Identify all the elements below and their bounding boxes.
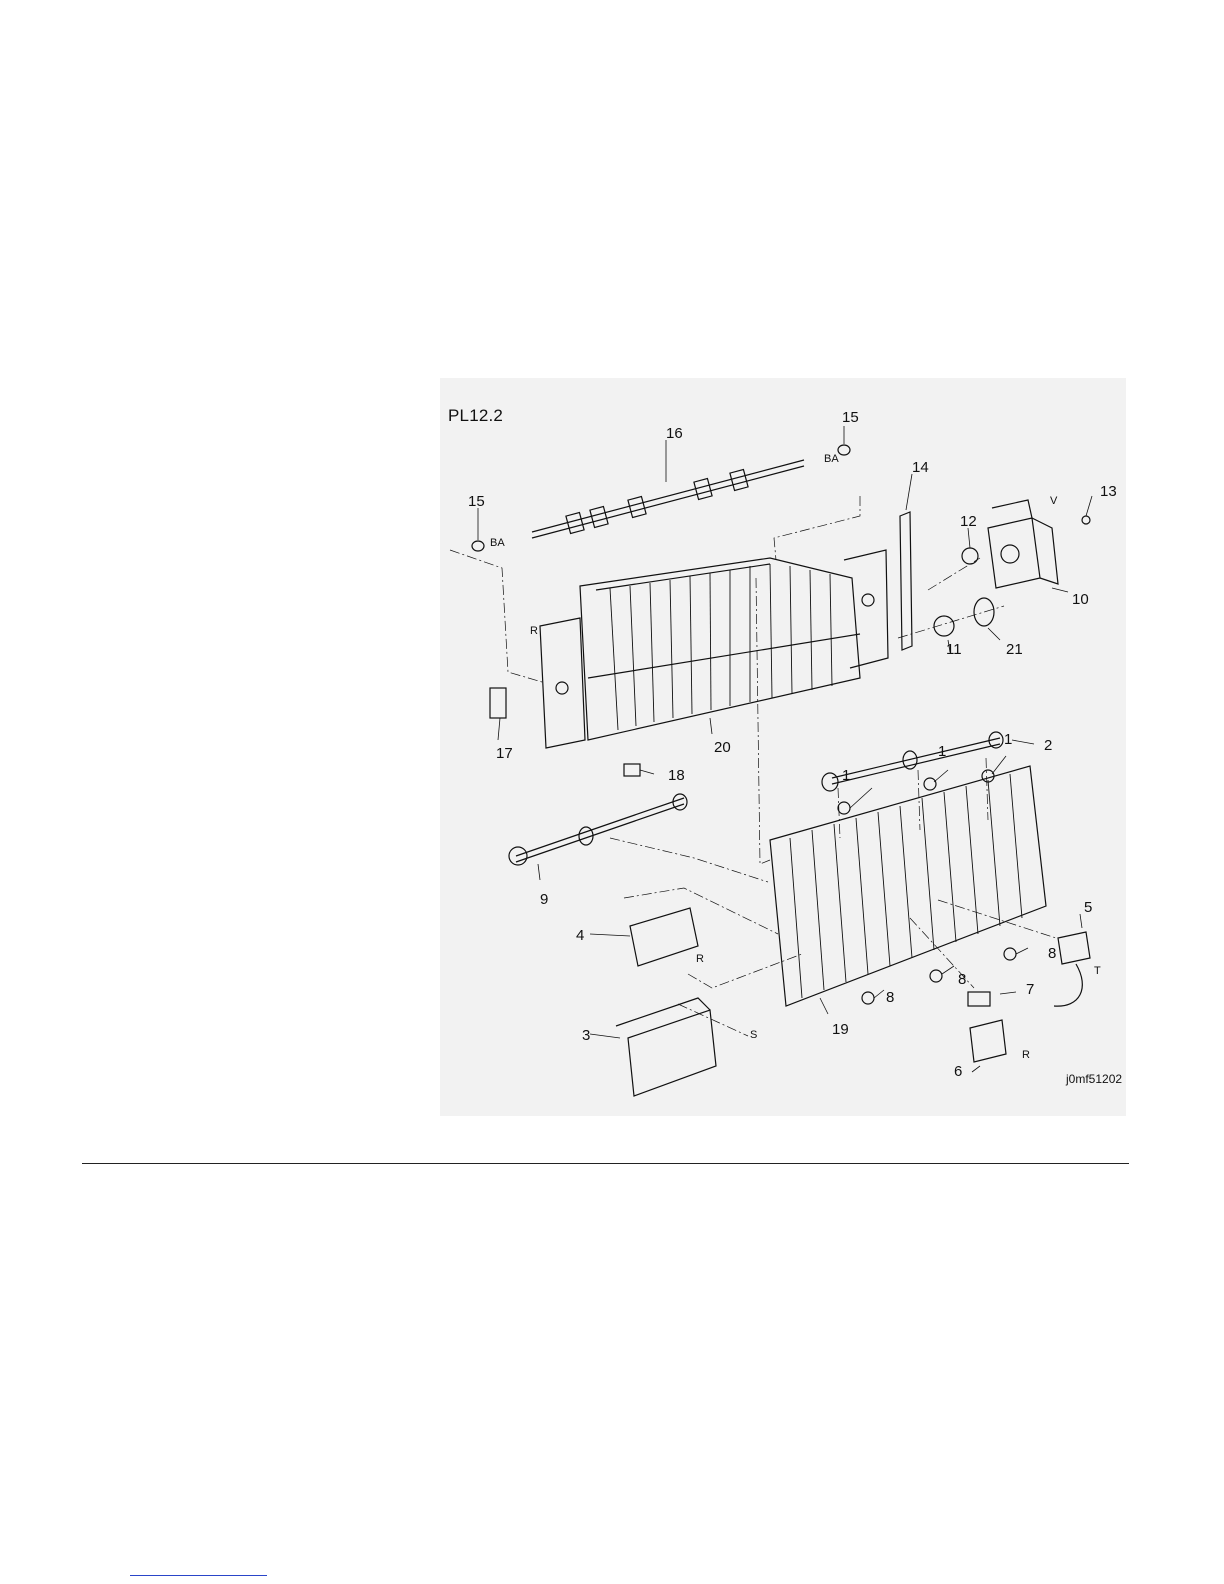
bushing-21 (974, 598, 994, 626)
callout-15: 15 (842, 409, 859, 426)
reference-letter-ba: BA (824, 453, 839, 465)
reference-letter-s: S (750, 1029, 757, 1041)
callout-1: 1 (1004, 731, 1012, 748)
cover-3 (628, 1010, 716, 1096)
reference-letter-t: T (1094, 965, 1101, 977)
callout-15: 15 (468, 493, 485, 510)
upper-chute-frame (580, 558, 860, 740)
callout-8: 8 (886, 989, 894, 1006)
callout-4: 4 (576, 927, 584, 944)
pwb-4 (630, 908, 698, 966)
callout-5: 5 (1084, 899, 1092, 916)
callout-8: 8 (1048, 945, 1056, 962)
roller-shaft-9 (516, 798, 684, 856)
callout-1: 1 (842, 767, 850, 784)
callout-3: 3 (582, 1027, 590, 1044)
sensor-7 (968, 992, 990, 1006)
reference-letter-r: R (1022, 1049, 1030, 1061)
sensor-17 (490, 688, 506, 718)
reference-letter-v: V (1050, 495, 1058, 507)
callout-11: 11 (946, 641, 962, 658)
reference-letter-r: R (530, 625, 538, 637)
callout-7: 7 (1026, 981, 1034, 998)
reference-letter-r: R (696, 953, 704, 965)
gear-12 (962, 548, 978, 564)
callout-21: 21 (1006, 641, 1023, 658)
callout-19: 19 (832, 1021, 849, 1038)
callout-20: 20 (714, 739, 731, 756)
timing-belt-14 (900, 512, 912, 650)
exploded-view-drawing: 151615141312101121217182011195488873196 … (440, 378, 1126, 1116)
plate-id: PL12.2 (448, 406, 503, 426)
reference-letter-ba: BA (490, 537, 505, 549)
drive-shaft-16 (532, 460, 804, 532)
callout-2: 2 (1044, 737, 1052, 754)
motor-10 (988, 518, 1040, 588)
actuator-18 (624, 764, 640, 776)
callout-16: 16 (666, 425, 683, 442)
callout-17: 17 (496, 745, 513, 762)
footer-link-underline[interactable] (130, 1575, 267, 1576)
callout-18: 18 (668, 767, 685, 784)
callout-8: 8 (958, 971, 966, 988)
callout-14: 14 (912, 459, 929, 476)
bracket-6 (970, 1020, 1006, 1062)
lower-chute-frame (770, 766, 1046, 1006)
callout-6: 6 (954, 1063, 962, 1080)
callout-12: 12 (960, 513, 977, 530)
callout-13: 13 (1100, 483, 1117, 500)
section-divider (82, 1163, 1129, 1164)
callout-9: 9 (540, 891, 548, 908)
callout-1: 1 (938, 743, 946, 760)
roller-shaft-2 (832, 738, 1000, 778)
drawing-id: j0mf51202 (1066, 1072, 1122, 1086)
harness-5 (1058, 932, 1090, 964)
callout-10: 10 (1072, 591, 1089, 608)
